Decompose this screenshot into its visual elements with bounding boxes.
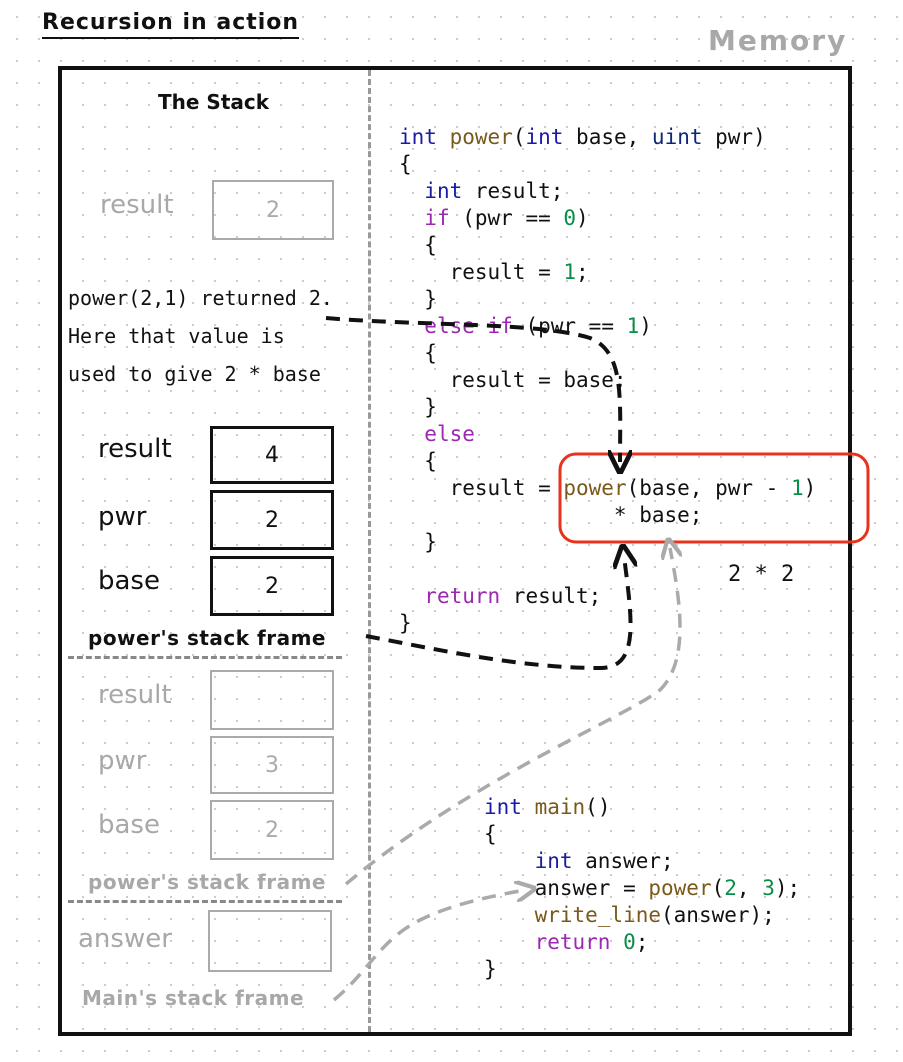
main-code-line: return 0; — [534, 930, 649, 954]
return-note-line-2: Here that value is — [68, 324, 285, 348]
current-frame-base-box: 2 — [210, 556, 334, 616]
stack-code-divider — [368, 70, 371, 1032]
return-value-arrow — [325, 316, 620, 462]
current-frame-result-label: result — [98, 434, 172, 464]
current-frame-result-box: 4 — [210, 426, 334, 484]
power-code-line: { — [399, 152, 412, 176]
prev-frame-pwr-box: 3 — [210, 736, 334, 794]
main-code-line: int main() — [484, 795, 611, 819]
current-frame-pwr-label: pwr — [98, 502, 147, 532]
main-code-line: { — [484, 822, 497, 846]
power-code-line: } — [399, 395, 437, 419]
power-code-line: else — [424, 422, 475, 446]
prev-frame-arrow — [344, 548, 680, 886]
main-frame-answer-label: answer — [78, 924, 172, 954]
stack-title: The Stack — [158, 90, 270, 114]
current-frame-separator — [68, 656, 342, 659]
power-code-line: int result; — [424, 179, 564, 203]
prev-frame-pwr-label: pwr — [98, 746, 147, 776]
memory-frame — [58, 66, 852, 1036]
power-code-line: result = 1; — [399, 260, 589, 284]
main-function-code: int main() { int answer; answer = power(2… — [484, 794, 800, 983]
top-frame-result-box: 2 — [212, 180, 334, 240]
main-frame-arrow — [332, 890, 526, 1002]
power-code-line: } — [399, 287, 437, 311]
power-code-line: { — [399, 341, 437, 365]
return-note-line-1: power(2,1) returned 2. — [68, 286, 333, 310]
prev-frame-base-box: 2 — [210, 800, 334, 860]
current-frame-label: power's stack frame — [88, 626, 326, 650]
prev-frame-separator — [68, 900, 342, 903]
prev-frame-result-label: result — [98, 680, 172, 710]
prev-frame-label: power's stack frame — [88, 870, 326, 894]
power-code-line: result = power(base, pwr - 1) — [399, 476, 817, 500]
current-frame-pwr-box: 2 — [210, 490, 334, 550]
main-code-line: write_line(answer); — [534, 903, 775, 927]
main-code-line: } — [484, 957, 497, 981]
main-code-line: int answer; — [534, 849, 674, 873]
power-code-line: } — [399, 530, 437, 554]
diagram-title: Recursion in action — [42, 10, 300, 39]
power-code-line: { — [399, 449, 437, 473]
power-code-line: result = base; — [399, 368, 627, 392]
main-frame-label: Main's stack frame — [82, 986, 305, 1010]
power-code-line: * base; — [399, 503, 703, 527]
power-code-line: int power(int base, uint pwr) — [399, 125, 766, 149]
power-code-line: } — [399, 611, 412, 635]
power-code-line: if (pwr == 0) — [424, 206, 589, 230]
power-code-line: { — [399, 233, 437, 257]
current-frame-base-label: base — [98, 566, 160, 596]
main-code-line: answer = power(2, 3); — [484, 876, 801, 900]
top-frame-result-label: result — [100, 190, 174, 220]
return-note-line-3: used to give 2 * base — [68, 362, 321, 386]
calc-note: 2 * 2 — [728, 562, 795, 587]
highlight-call-box — [558, 452, 870, 544]
prev-frame-base-label: base — [98, 810, 160, 840]
memory-label: Memory — [708, 24, 848, 57]
frame-call-arrow — [365, 556, 631, 671]
prev-frame-result-box — [210, 670, 334, 730]
main-frame-answer-box — [208, 910, 332, 972]
power-function-code: int power(int base, uint pwr) { int resul… — [399, 124, 816, 637]
power-code-line: return result; — [424, 584, 602, 608]
